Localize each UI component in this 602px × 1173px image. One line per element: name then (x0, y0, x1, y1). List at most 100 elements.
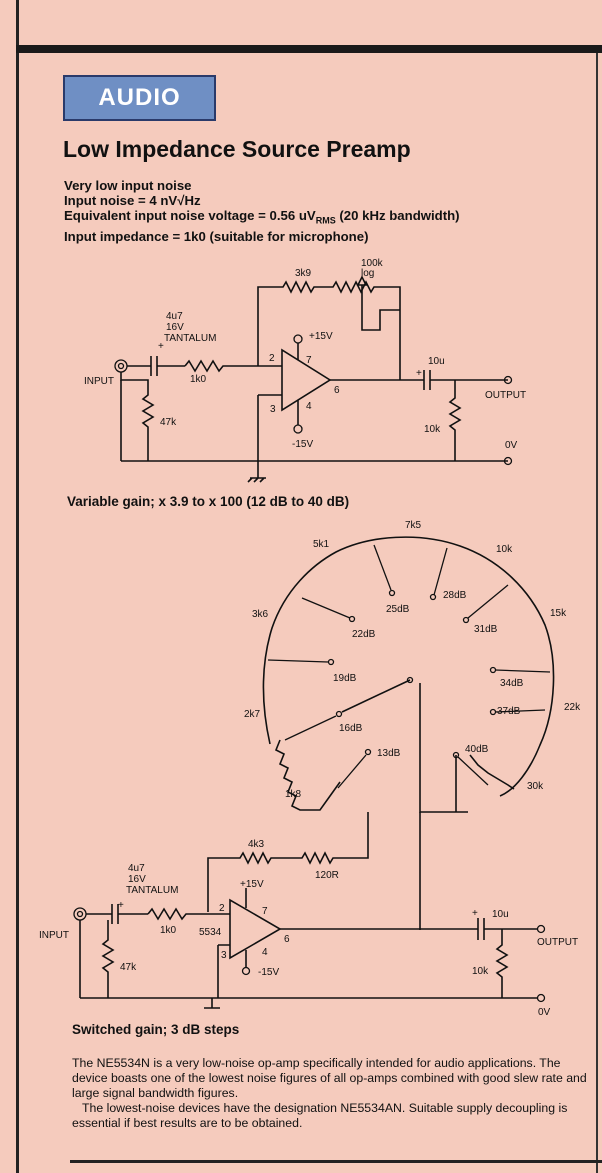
tap-line (301, 597, 351, 619)
label: log (361, 268, 374, 279)
label: 10k (496, 544, 513, 555)
label: 2 (269, 353, 275, 364)
label: 4k3 (248, 839, 265, 850)
chassis-ground-icon (247, 477, 266, 483)
label: 4u7 (128, 863, 145, 874)
resistor-ladder (274, 739, 341, 811)
feedback-network (257, 280, 401, 380)
tap-contact (406, 676, 414, 684)
tap-contact (364, 748, 372, 756)
tap-contact (348, 615, 356, 623)
spec-bandwidth: (20 kHz bandwidth) (339, 208, 460, 223)
label: 3 (270, 404, 276, 415)
label: 0V (505, 440, 518, 451)
label: TANTALUM (126, 885, 178, 896)
resistor-symbol (79, 920, 115, 998)
spec-line: Input noise = 4 nV√Hz (64, 193, 201, 208)
label: 120R (315, 870, 339, 881)
label: 0V (538, 1007, 551, 1018)
tap-contact (462, 616, 470, 624)
input-jack-icon (73, 907, 87, 921)
label: 10u (492, 909, 509, 920)
label: 2 (219, 903, 225, 914)
label: -15V (258, 967, 279, 978)
terminal-icon (293, 424, 303, 434)
label: 6 (334, 385, 340, 396)
cap-polarity: + (472, 908, 478, 919)
tap-line (284, 715, 337, 741)
label: 100k (361, 258, 384, 269)
tap-label: 31dB (474, 624, 498, 635)
tap-label: 25dB (386, 604, 410, 615)
resistor-ladder (262, 536, 555, 797)
cap-polarity: + (416, 368, 422, 379)
tap-label: 22dB (352, 629, 376, 640)
tap-label: 40dB (465, 744, 489, 755)
opamp-symbol (229, 898, 282, 960)
label: OUTPUT (485, 390, 526, 401)
label: +15V (240, 879, 264, 890)
tap-contact (327, 658, 335, 666)
label: 3 (221, 950, 227, 961)
label: 10k (472, 966, 489, 977)
terminal-icon (536, 993, 546, 1003)
label: 1k0 (190, 374, 207, 385)
label: 7k5 (405, 520, 422, 531)
opamp-symbol (281, 348, 332, 412)
tap-contact (489, 666, 497, 674)
terminal-icon (503, 456, 513, 466)
resistor-symbol (448, 380, 462, 461)
label: 30k (527, 781, 544, 792)
label: 16V (128, 874, 146, 885)
label: 47k (120, 962, 137, 973)
label: 2k7 (244, 709, 261, 720)
capacitor-symbol (150, 356, 158, 376)
spec-line: Equivalent input noise voltage = 0.56 uV… (64, 208, 460, 229)
label: 4 (262, 947, 268, 958)
tap-line (494, 709, 546, 713)
tap-contact (388, 589, 396, 597)
label: OUTPUT (537, 937, 578, 948)
label: INPUT (84, 376, 114, 387)
spec-text: Equivalent input noise voltage = 0.56 uV (64, 208, 316, 223)
input-jack-icon (76, 910, 84, 918)
body-paragraph: The NE5534N is a very low-noise op-amp s… (72, 1056, 587, 1100)
tap-contact (335, 710, 343, 718)
tap-contact (489, 708, 497, 716)
tap-line (433, 547, 448, 596)
terminal-icon (503, 375, 513, 385)
wiper-wire (419, 683, 468, 813)
resistor-symbol (147, 907, 230, 921)
right-column-rule (596, 53, 598, 1173)
tap-label: 34dB (500, 678, 524, 689)
cap-polarity: + (118, 900, 124, 911)
label: 7 (306, 355, 312, 366)
tap-label: 28dB (443, 590, 467, 601)
rotary-wiper (341, 679, 411, 713)
label: 15k (550, 608, 567, 619)
label: 22k (564, 702, 581, 713)
cap-polarity: + (158, 341, 164, 352)
label: +15V (309, 331, 333, 342)
tap-label: 37dB (497, 706, 521, 717)
tap-label: 19dB (333, 673, 357, 684)
wire (86, 904, 148, 924)
label: 4u7 (166, 311, 183, 322)
wire (217, 944, 230, 998)
chassis-ground-icon (204, 998, 220, 1009)
output-wire (330, 370, 508, 390)
wire (361, 285, 400, 331)
tap-line (467, 584, 509, 619)
output-wire (280, 918, 538, 940)
tap-line (267, 659, 329, 663)
circuit-variable-gain: + + 4u7 16V TANTALUM 1k0 INPUT 47k 3k9 1… (84, 258, 526, 483)
label: 5534 (199, 927, 222, 938)
label: 47k (160, 417, 177, 428)
spec-rms: RMS (315, 215, 336, 226)
label: 1k8 (285, 789, 302, 800)
label: 16V (166, 322, 184, 333)
circuit-switched-gain: 3k6 5k1 7k5 10k 15k 22k 30k 1k8 2k7 13dB… (39, 520, 581, 1018)
label: 3k6 (252, 609, 269, 620)
label: 7 (262, 906, 268, 917)
